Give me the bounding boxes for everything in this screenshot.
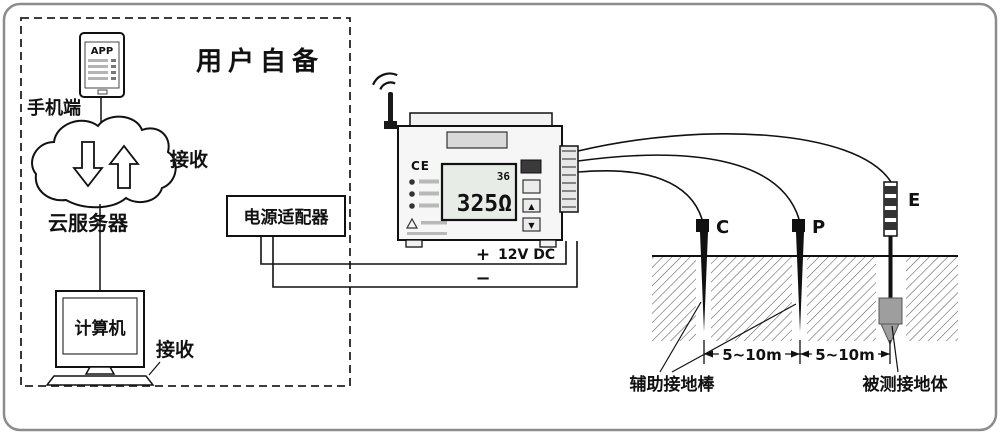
earth-body-tip — [880, 323, 900, 346]
wifi-antenna — [372, 72, 398, 129]
arrowhead — [881, 350, 890, 358]
measured-pointer-line — [891, 325, 899, 373]
electrode-c-label: C — [716, 217, 729, 238]
bottom-captions: 辅助接地棒 被测接地体 — [630, 301, 949, 395]
dashed-boundary — [20, 17, 351, 387]
device-foot-left — [405, 239, 423, 248]
upload-arrow-icon — [108, 144, 140, 189]
lcd-secondary-value: 36 — [497, 170, 511, 183]
computer-caption: 计算机 — [75, 318, 126, 339]
lead-to-p — [577, 154, 800, 220]
computer: 计算机 接收 — [45, 290, 194, 386]
receive-pointer-line — [148, 361, 161, 376]
electrode-p-label: P — [812, 217, 825, 238]
aux-pointer-line-c — [659, 301, 702, 373]
smartphone: APP 手机端 — [27, 32, 125, 126]
electrode-e: E — [878, 181, 920, 346]
plus-sign: + — [476, 245, 490, 265]
electrode-c: C — [696, 217, 729, 332]
lcd-display: 36 325Ω — [440, 162, 518, 222]
down-key-glyph: ▼ — [528, 221, 535, 230]
arrowhead — [791, 350, 800, 358]
terminal-block — [559, 145, 579, 213]
aux-rod-caption: 辅助接地棒 — [630, 374, 716, 395]
status-leds — [409, 179, 439, 209]
lead-to-e — [577, 133, 892, 183]
electrode-e-label: E — [908, 190, 920, 211]
lcd-resistance-value: 325Ω — [457, 191, 512, 217]
device-foot-right — [539, 239, 557, 248]
dc-power-wires: + 12V DC − — [260, 236, 578, 289]
set-key[interactable] — [522, 179, 541, 194]
up-key-glyph: ▲ — [528, 202, 535, 211]
cloud-server: 接收 云服务器 — [31, 115, 208, 291]
device-label-window — [446, 131, 508, 149]
power-key[interactable] — [520, 159, 542, 174]
aux-pointer-line-p — [671, 303, 797, 373]
distance-cp-label: 5~10m — [722, 346, 782, 364]
computer-receive-label: 接收 — [156, 338, 194, 361]
adapter-box — [226, 195, 346, 237]
wifi-signal-icon — [372, 72, 398, 90]
terminal-connector — [559, 145, 579, 213]
voltage-label: 12V DC — [498, 247, 555, 263]
phone-home-button — [97, 89, 108, 95]
electrode-p-rod — [796, 232, 804, 332]
ground-soil — [652, 255, 958, 341]
antenna-base — [384, 121, 397, 129]
down-key[interactable] — [522, 217, 541, 232]
device-top-strip — [409, 112, 553, 127]
adapter-label: 电源适配器 — [244, 207, 330, 228]
lead-to-c — [577, 169, 703, 220]
phone-caption: 手机端 — [27, 97, 81, 119]
download-arrow-icon — [72, 141, 104, 188]
cloud-caption: 云服务器 — [48, 211, 129, 235]
monitor-stand — [84, 366, 116, 375]
monitor-screen — [62, 297, 138, 355]
electrode-e-stem — [888, 236, 893, 298]
zone-title: 用户自备 — [196, 46, 324, 77]
dc-plus-wire — [260, 236, 567, 265]
cloud-shape — [31, 115, 177, 209]
arrowhead — [704, 350, 713, 358]
phone-app-label: APP — [91, 46, 113, 57]
electrode-p-cap — [792, 219, 805, 232]
earth-resistance-tester: CE 36 325Ω ▲ ▼ — [372, 72, 579, 248]
ce-mark: CE — [411, 159, 430, 173]
user-provided-zone: 用户自备 — [20, 17, 351, 387]
power-adapter: 电源适配器 — [226, 195, 346, 237]
warning-note — [405, 217, 447, 235]
device-keys: ▲ ▼ — [520, 159, 542, 232]
antenna-mast — [388, 92, 393, 124]
dc-minus-wire — [272, 236, 578, 288]
lcd-panel — [440, 162, 518, 222]
cloud-receive-label: 接收 — [170, 148, 208, 171]
electrode-p: P — [792, 217, 825, 332]
warning-triangle-icon — [405, 217, 419, 229]
earth-body-block — [878, 297, 903, 325]
minus-sign: − — [475, 268, 490, 289]
electrode-c-rod — [700, 232, 708, 332]
distance-pe-label: 5~10m — [815, 346, 875, 364]
up-key[interactable] — [522, 198, 541, 213]
measured-earth-caption: 被测接地体 — [863, 374, 949, 395]
keyboard — [45, 375, 155, 386]
phone-list-rows — [88, 59, 116, 80]
arrowhead — [800, 350, 809, 358]
test-leads — [577, 133, 892, 220]
electrode-c-cap — [696, 219, 709, 232]
